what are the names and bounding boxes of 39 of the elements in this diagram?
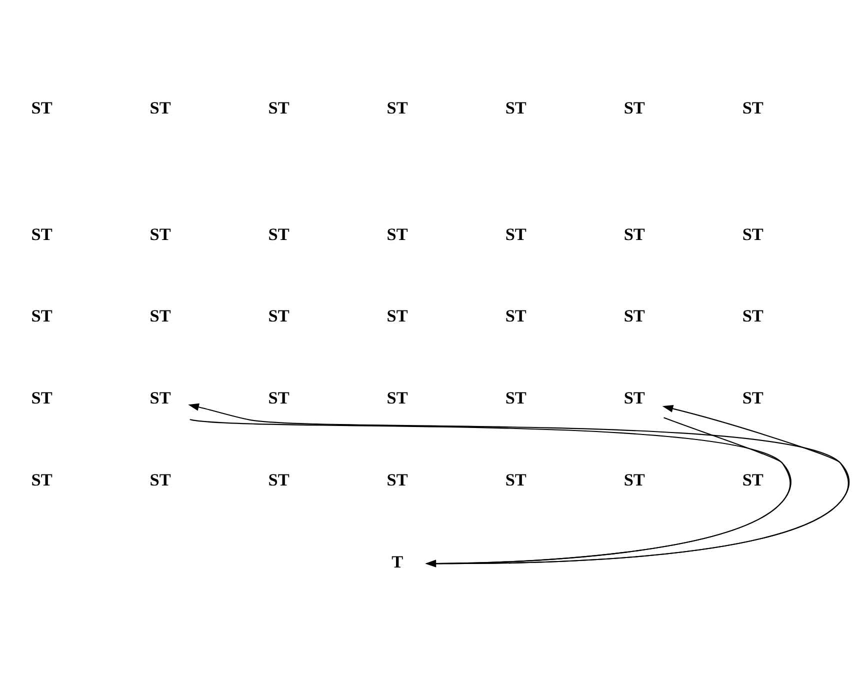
label: ST bbox=[150, 224, 171, 244]
label: ST bbox=[505, 224, 526, 244]
label: ST bbox=[386, 306, 408, 326]
node-text: T bbox=[392, 552, 404, 572]
label: ST bbox=[742, 470, 764, 490]
label: ST bbox=[624, 224, 645, 244]
arrow bbox=[190, 419, 792, 568]
label: ST bbox=[742, 306, 764, 326]
label: ST bbox=[31, 470, 52, 490]
label: ST bbox=[268, 470, 290, 490]
label: ST bbox=[505, 98, 526, 118]
label: ST bbox=[505, 388, 526, 408]
label: ST bbox=[150, 98, 171, 118]
label: ST bbox=[268, 306, 290, 326]
label: ST bbox=[742, 224, 764, 244]
label: ST bbox=[386, 388, 408, 408]
label: ST bbox=[624, 470, 645, 490]
label: ST bbox=[624, 98, 645, 118]
label: ST bbox=[268, 98, 290, 118]
label: ST bbox=[505, 470, 526, 490]
node-text: ST bbox=[150, 388, 171, 408]
label: ST bbox=[268, 224, 290, 244]
label: ST bbox=[386, 470, 408, 490]
label: ST bbox=[505, 306, 526, 326]
arrow bbox=[188, 403, 850, 564]
label: ST bbox=[31, 388, 52, 408]
label: ST bbox=[268, 388, 290, 408]
label: ST bbox=[150, 306, 171, 326]
label: ST bbox=[31, 306, 52, 326]
label: ST bbox=[150, 470, 171, 490]
label: ST bbox=[624, 306, 645, 326]
label: ST bbox=[742, 98, 764, 118]
label: ST bbox=[31, 98, 52, 118]
label: ST bbox=[31, 224, 52, 244]
node-text: ST bbox=[624, 388, 645, 408]
label: ST bbox=[386, 224, 408, 244]
arrow bbox=[425, 417, 791, 568]
label: ST bbox=[742, 388, 764, 408]
label: ST bbox=[386, 98, 408, 118]
